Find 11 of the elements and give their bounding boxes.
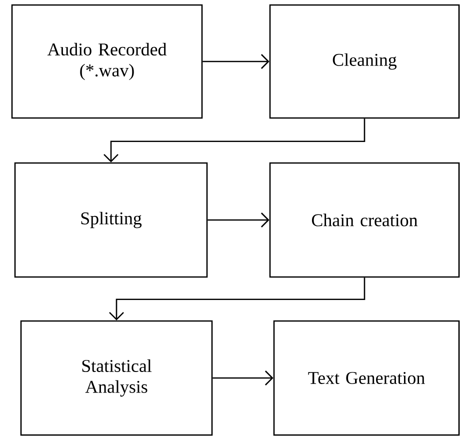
- process-box: Statistical Analysis: [20, 320, 213, 436]
- arrow: [109, 278, 366, 320]
- arrow: [212, 370, 274, 386]
- process-box: Splitting: [14, 162, 208, 278]
- process-box: Chain creation: [269, 162, 460, 278]
- arrow: [104, 118, 366, 162]
- arrow: [202, 54, 270, 69]
- process-box: Text Generation: [273, 320, 460, 436]
- process-box: Cleaning: [269, 4, 460, 119]
- process-box: Audio Recorded (*.wav): [11, 4, 203, 119]
- arrow: [208, 212, 270, 228]
